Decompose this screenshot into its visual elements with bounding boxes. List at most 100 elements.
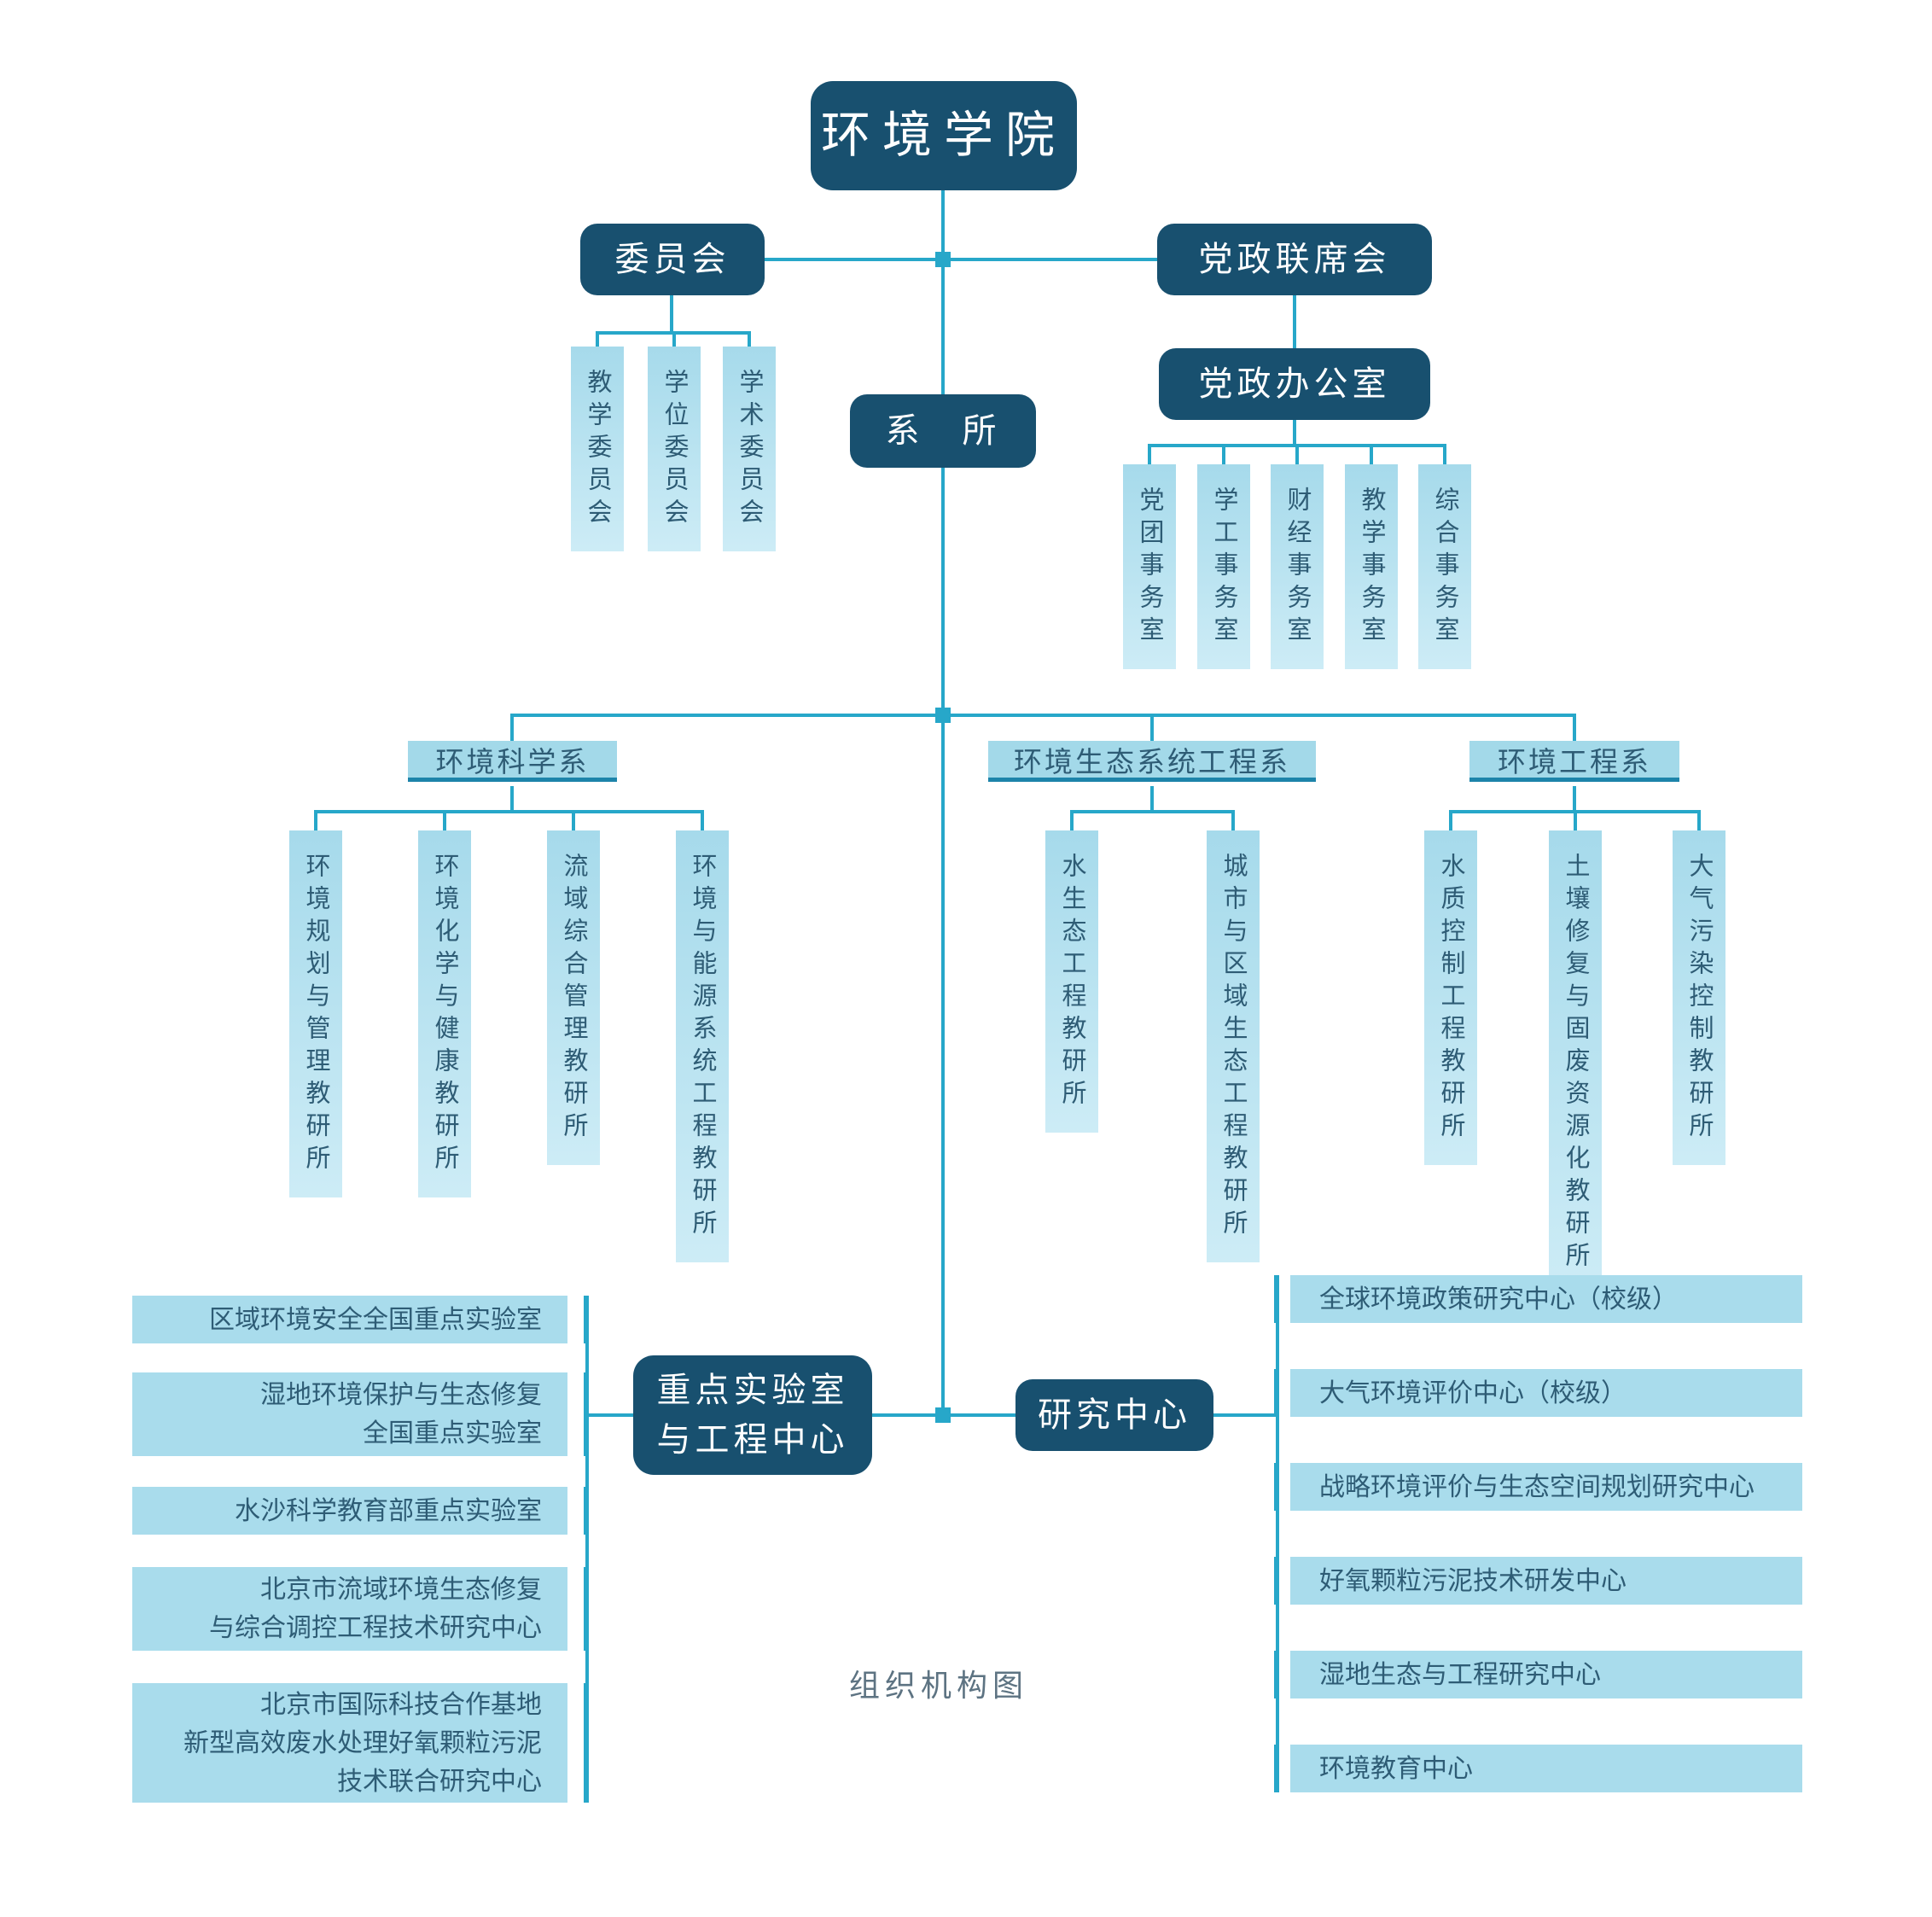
- connector-accent: [1274, 1275, 1279, 1323]
- connector-line: [1443, 444, 1446, 466]
- connector-accent: [1274, 1463, 1279, 1511]
- connector-line: [1222, 444, 1225, 466]
- office-label: 教学事务室: [1358, 487, 1385, 649]
- lab-box: 北京市国际科技合作基地 新型高效废水处理好氧颗粒污泥 技术联合研究中心: [132, 1683, 567, 1803]
- connector-accent: [1274, 1745, 1279, 1792]
- committee-member-label: 学术委员会: [736, 369, 763, 531]
- node-research-centers: 研究中心: [1015, 1379, 1213, 1451]
- connector-line: [443, 810, 446, 832]
- connector-line: [314, 810, 704, 813]
- institute-box: 大气污染控制教研所: [1673, 830, 1725, 1165]
- center-box: 全球环境政策研究中心（校级）: [1290, 1275, 1802, 1323]
- node-committee: 委员会: [580, 224, 765, 295]
- connector-line: [1212, 1413, 1278, 1417]
- connector-line: [596, 331, 599, 348]
- committee-member-label: 教学委员会: [584, 369, 611, 531]
- center-box: 湿地生态与工程研究中心: [1290, 1651, 1802, 1698]
- lab-box: 湿地环境保护与生态修复 全国重点实验室: [132, 1372, 567, 1456]
- center-box: 战略环境评价与生态空间规划研究中心: [1290, 1463, 1802, 1511]
- connector-node: [935, 252, 951, 267]
- institute-label: 土壤修复与固废资源化教研所: [1562, 853, 1589, 1274]
- committee-member-box: 学术委员会: [723, 347, 776, 551]
- connector-line: [1276, 1299, 1279, 1768]
- node-root-title: 环境学院: [811, 81, 1077, 190]
- lab-box: 北京市流域环境生态修复 与综合调控工程技术研究中心: [132, 1567, 567, 1651]
- institute-label: 环境与能源系统工程教研所: [689, 853, 716, 1242]
- institute-box: 城市与区域生态工程教研所: [1207, 830, 1260, 1262]
- committee-member-label: 学位委员会: [660, 369, 688, 531]
- connector-line: [314, 810, 317, 832]
- institute-label: 流域综合管理教研所: [560, 853, 587, 1145]
- node-party-office: 党政办公室: [1159, 348, 1430, 420]
- center-box: 好氧颗粒污泥技术研发中心: [1290, 1557, 1802, 1605]
- connector-line: [1070, 810, 1074, 832]
- connector-accent: [584, 1487, 589, 1535]
- connector-node: [935, 708, 951, 723]
- connector-accent: [1274, 1369, 1279, 1417]
- office-box: 学工事务室: [1197, 464, 1250, 669]
- connector-accent: [584, 1296, 589, 1343]
- connector-line: [1293, 295, 1296, 350]
- department-header: 环境工程系: [1469, 741, 1679, 782]
- connector-accent: [584, 1372, 589, 1456]
- connector-line: [672, 331, 676, 348]
- connector-line: [765, 258, 1159, 261]
- connector-line: [941, 189, 945, 1415]
- node-key-labs: 重点实验室 与工程中心: [633, 1355, 872, 1475]
- connector-line: [1449, 810, 1452, 832]
- connector-accent: [1274, 1557, 1279, 1605]
- connector-node: [935, 1407, 951, 1423]
- institute-box: 水质控制工程教研所: [1424, 830, 1477, 1165]
- office-label: 党团事务室: [1136, 487, 1163, 649]
- institute-label: 大气污染控制教研所: [1685, 853, 1713, 1145]
- office-box: 党团事务室: [1123, 464, 1176, 669]
- institute-box: 流域综合管理教研所: [547, 830, 600, 1165]
- connector-line: [670, 295, 673, 333]
- institute-label: 环境化学与健康教研所: [431, 853, 458, 1177]
- connector-line: [1295, 444, 1299, 466]
- committee-member-box: 教学委员会: [571, 347, 624, 551]
- lab-box: 区域环境安全全国重点实验室: [132, 1296, 567, 1343]
- connector-line: [589, 1413, 633, 1417]
- connector-line: [1293, 420, 1296, 446]
- connector-line: [510, 786, 514, 810]
- institute-label: 城市与区域生态工程教研所: [1219, 853, 1247, 1242]
- node-party-joint-meeting: 党政联席会: [1157, 224, 1432, 295]
- connector-accent: [584, 1683, 589, 1803]
- lab-box: 水沙科学教育部重点实验室: [132, 1487, 567, 1535]
- connector-line: [510, 714, 514, 741]
- connector-line: [701, 810, 704, 832]
- connector-line: [1070, 810, 1235, 813]
- connector-accent: [584, 1567, 589, 1651]
- connector-line: [1573, 786, 1576, 810]
- institute-label: 水生态工程教研所: [1058, 853, 1085, 1112]
- node-departments: 系 所: [850, 394, 1036, 468]
- center-box: 大气环境评价中心（校级）: [1290, 1369, 1802, 1417]
- institute-box: 环境与能源系统工程教研所: [676, 830, 729, 1262]
- office-box: 综合事务室: [1418, 464, 1471, 669]
- connector-line: [1231, 810, 1235, 832]
- connector-accent: [1274, 1651, 1279, 1698]
- office-label: 综合事务室: [1431, 487, 1458, 649]
- connector-line: [748, 331, 751, 348]
- connector-line: [1573, 714, 1576, 741]
- connector-line: [1370, 444, 1373, 466]
- office-label: 财经事务室: [1283, 487, 1311, 649]
- chart-caption: 组织机构图: [848, 1668, 1028, 1703]
- connector-line: [1574, 810, 1577, 832]
- connector-line: [512, 714, 1576, 717]
- committee-member-box: 学位委员会: [648, 347, 701, 551]
- institute-box: 土壤修复与固废资源化教研所: [1549, 830, 1602, 1295]
- institute-box: 环境化学与健康教研所: [418, 830, 471, 1197]
- institute-label: 环境规划与管理教研所: [302, 853, 329, 1177]
- institute-label: 水质控制工程教研所: [1437, 853, 1464, 1145]
- center-box: 环境教育中心: [1290, 1745, 1802, 1792]
- connector-line: [1148, 444, 1151, 466]
- office-label: 学工事务室: [1210, 487, 1237, 649]
- connector-line: [572, 810, 575, 832]
- office-box: 教学事务室: [1345, 464, 1398, 669]
- institute-box: 环境规划与管理教研所: [289, 830, 342, 1197]
- connector-line: [1150, 714, 1154, 741]
- institute-box: 水生态工程教研所: [1045, 830, 1098, 1133]
